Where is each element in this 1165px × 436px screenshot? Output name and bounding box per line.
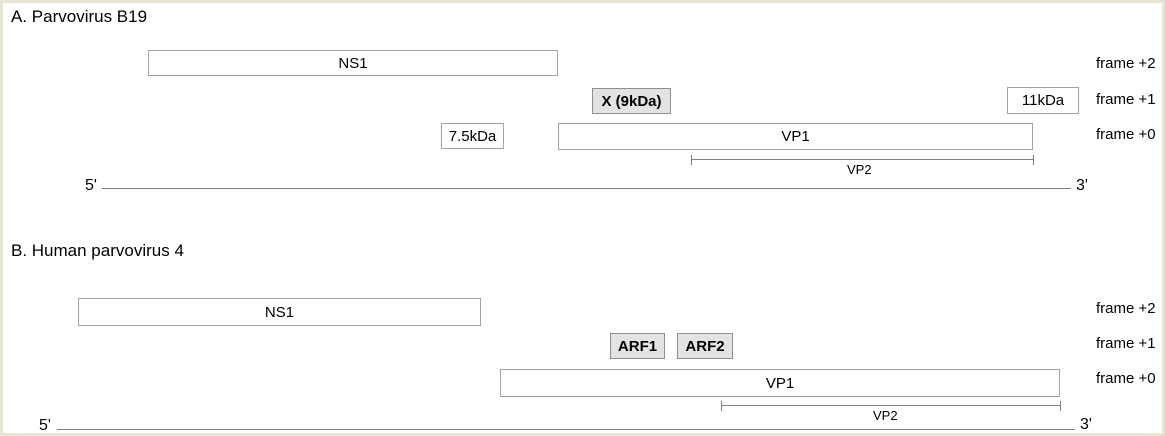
vp2-bracket-a <box>691 155 1034 165</box>
orf-box-arf1: ARF1 <box>610 333 665 359</box>
genome-line-a <box>102 188 1071 189</box>
five-prime-label-b: 5' <box>39 417 51 434</box>
vp2-bracket-b <box>721 401 1061 411</box>
frame-plus0-label-a: frame +0 <box>1096 126 1156 143</box>
orf-box-11kda: 11kDa <box>1007 87 1079 114</box>
five-prime-label-a: 5' <box>85 177 97 194</box>
three-prime-label-a: 3' <box>1076 177 1088 194</box>
frame-plus2-label-a: frame +2 <box>1096 55 1156 72</box>
orf-box-vp1-b: VP1 <box>500 369 1060 397</box>
orf-box-7-5kda: 7.5kDa <box>441 123 504 149</box>
panel-b-title: B. Human parvovirus 4 <box>11 241 184 260</box>
frame-plus1-label-a: frame +1 <box>1096 91 1156 108</box>
orf-box-ns1-b: NS1 <box>78 298 481 326</box>
vp2-bracket-line-a <box>692 159 1033 160</box>
genome-line-b <box>57 429 1075 430</box>
vp2-label-b: VP2 <box>873 408 898 423</box>
orf-box-ns1-a: NS1 <box>148 50 558 76</box>
orf-box-x-9kda: X (9kDa) <box>592 88 671 114</box>
three-prime-label-b: 3' <box>1080 416 1092 433</box>
frame-plus0-label-b: frame +0 <box>1096 370 1156 387</box>
vp2-label-a: VP2 <box>847 162 872 177</box>
orf-box-arf2: ARF2 <box>677 333 733 359</box>
orf-box-vp1-a: VP1 <box>558 123 1033 150</box>
frame-plus1-label-b: frame +1 <box>1096 335 1156 352</box>
vp2-bracket-line-b <box>722 405 1060 406</box>
frame-plus2-label-b: frame +2 <box>1096 300 1156 317</box>
panel-a-title: A. Parvovirus B19 <box>11 7 148 26</box>
